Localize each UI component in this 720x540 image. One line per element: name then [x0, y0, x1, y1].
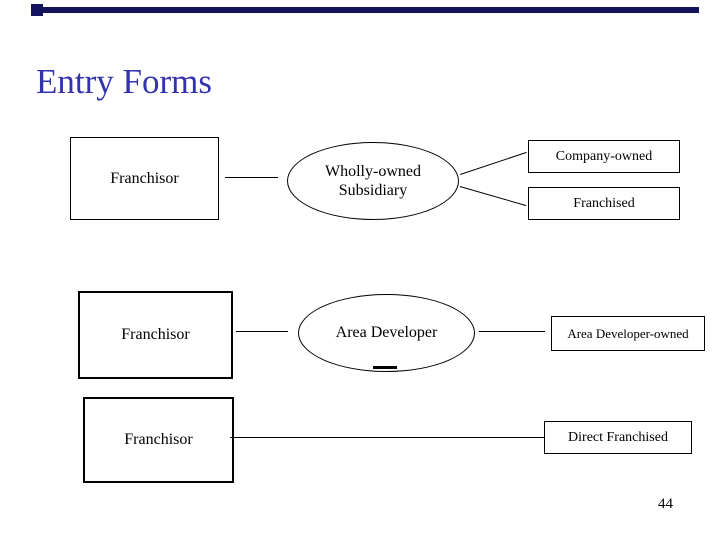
connector-franchisor-to-direct-franchised [230, 437, 544, 438]
franchisor-box-1: Franchisor [70, 137, 219, 220]
connector-subsidiary-to-company-owned [460, 151, 527, 175]
area-developer-owned-box: Area Developer-owned [551, 316, 705, 351]
accent-square [31, 4, 43, 16]
company-owned-label: Company-owned [555, 148, 653, 164]
franchisor-box-3-label: Franchisor [124, 431, 193, 448]
franchised-label: Franchised [573, 195, 635, 211]
ellipse-bottom-dash [373, 366, 397, 369]
direct-franchised-label: Direct Franchised [568, 429, 668, 445]
connector-franchisor-to-subsidiary [225, 177, 278, 178]
company-owned-box: Company-owned [528, 140, 680, 173]
franchisor-box-1-label: Franchisor [110, 169, 179, 187]
page-number: 44 [658, 496, 673, 512]
subsidiary-label-line1: Wholly-owned [325, 163, 421, 180]
direct-franchised-box: Direct Franchised [544, 421, 692, 454]
franchised-box: Franchised [528, 187, 680, 220]
franchisor-box-2: Franchisor [78, 291, 233, 379]
area-developer-label: Area Developer [335, 324, 438, 341]
franchisor-box-3: Franchisor [83, 397, 234, 483]
slide-title: Entry Forms [36, 62, 212, 101]
connector-franchisor-to-area-developer [236, 331, 288, 332]
franchisor-box-2-label: Franchisor [121, 326, 190, 343]
connector-subsidiary-to-franchised [459, 186, 527, 207]
top-accent-bar [43, 7, 699, 13]
area-developer-ellipse: Area Developer [298, 294, 475, 372]
area-developer-owned-label: Area Developer-owned [567, 325, 689, 341]
subsidiary-label-line2: Subsidiary [338, 182, 408, 199]
connector-area-developer-to-owned [479, 331, 545, 332]
wholly-owned-subsidiary-ellipse: Wholly-owned Subsidiary [287, 142, 459, 220]
